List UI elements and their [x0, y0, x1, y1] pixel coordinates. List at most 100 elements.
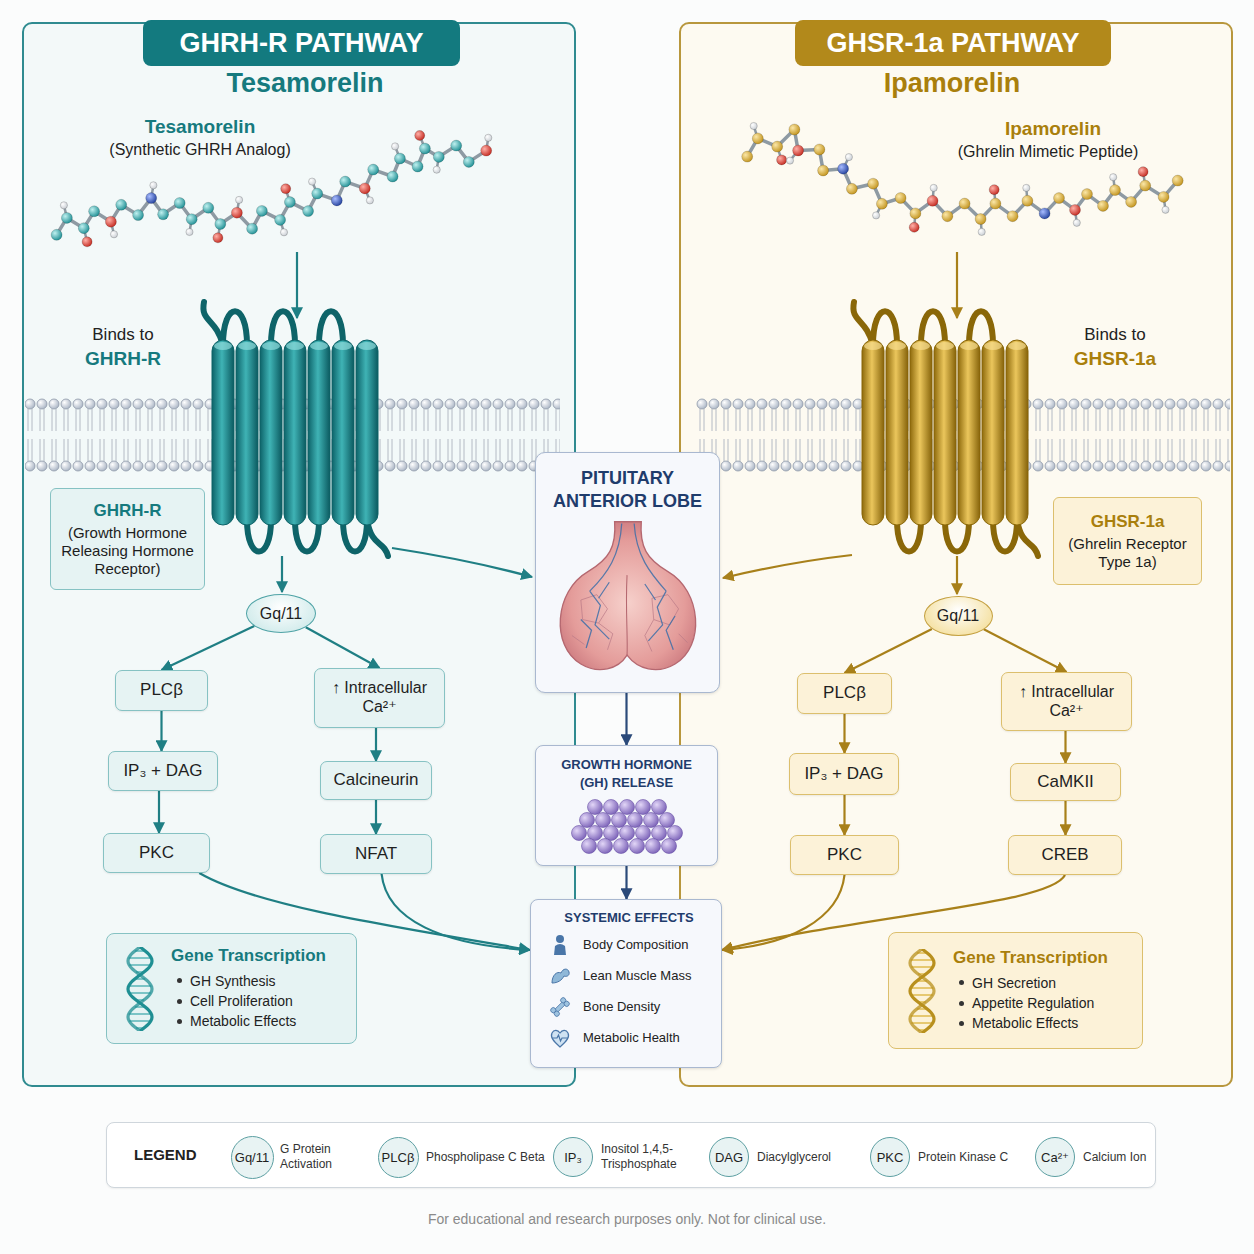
legend-abbreviation: DAG [715, 1150, 743, 1165]
receptor-loop [873, 311, 897, 345]
molecule-atom [1082, 189, 1093, 200]
bullet-dot [959, 1001, 964, 1006]
molecule-atom [481, 145, 492, 156]
molecule-atom [412, 161, 423, 172]
molecule-atom [1054, 193, 1065, 204]
receptor-helix [212, 340, 234, 525]
receptor-helix-cap [262, 342, 280, 350]
dna-rung [911, 959, 934, 961]
peptide-molecule [51, 122, 1183, 246]
molecule-atom [989, 185, 999, 195]
receptor-helix-cap [286, 342, 304, 350]
gh-molecules [619, 800, 634, 815]
g-protein-label: Gq/11 [937, 607, 979, 625]
receptor-helix-cap [984, 342, 1002, 350]
effect-icon [553, 1010, 560, 1017]
legend-symbol: DAG [709, 1137, 749, 1177]
g-protein-label: Gq/11 [260, 605, 302, 623]
receptor-helix-cap [888, 342, 906, 350]
dna-rung [129, 957, 152, 959]
molecule-atom [174, 198, 185, 209]
receptor-callout: GHRH-R(Growth Hormone Releasing Hormone … [50, 488, 205, 590]
process-box: PLCβ [797, 673, 892, 714]
receptor-loop [223, 311, 247, 345]
panel-ground [680, 23, 1232, 1086]
molecule-atom [1126, 196, 1137, 207]
arrow-connector [1064, 731, 1066, 763]
bullet-text: Cell Proliferation [190, 992, 293, 1010]
molecule-atom [284, 197, 295, 208]
receptor-tail [367, 520, 388, 556]
receptor-helix-cap [310, 342, 328, 350]
gh-molecules [661, 839, 676, 854]
molecule-atom [215, 219, 226, 230]
dna-rung [129, 985, 152, 987]
receptor-name: GHSR-1a [1050, 348, 1180, 370]
molecule-atom [236, 196, 243, 203]
bullet-text: Metabolic Effects [972, 1014, 1078, 1032]
molecule-atom [387, 171, 398, 182]
step-label: Calcineurin [333, 770, 418, 790]
arrow-connector [984, 629, 1067, 672]
gh-release-box: GROWTH HORMONE (GH) RELEASE [535, 745, 718, 866]
dna-rung [911, 966, 933, 968]
legend-text: Diacylglycerol [757, 1150, 853, 1165]
bullet-dot [959, 980, 964, 985]
gh-molecules [645, 839, 660, 854]
molecule-atom [61, 212, 72, 223]
molecule-atom [959, 198, 970, 209]
dna-icon [905, 949, 939, 1033]
molecule-atom [1007, 211, 1018, 222]
step-label: IP₃ + DAG [123, 761, 202, 781]
effect-row: Lean Muscle Mass [549, 960, 709, 991]
effect-icon [556, 935, 564, 943]
legend-abbreviation: Gq/11 [235, 1150, 269, 1165]
molecule-atom [793, 145, 804, 156]
molecule-atom [910, 208, 921, 219]
molecule-atom [942, 211, 953, 222]
molecule-atom [146, 193, 157, 204]
dna-rung [911, 1022, 933, 1024]
molecule-atom [231, 207, 242, 218]
effect-icon [554, 944, 566, 955]
molecule-atom [772, 141, 783, 152]
process-box: ↑ Intracellular Ca²⁺ [1001, 672, 1132, 731]
legend-text: Phospholipase C Beta [426, 1150, 550, 1165]
receptor-tail [853, 302, 873, 345]
systemic-effects-box: SYSTEMIC EFFECTSBody CompositionLean Mus… [530, 899, 722, 1068]
gh-molecules [611, 813, 626, 828]
molecule-atom [463, 156, 474, 167]
molecule-atom [89, 206, 100, 217]
box-title: SYSTEMIC EFFECTS [549, 910, 709, 925]
arrow-connector [375, 800, 377, 834]
molecule-atom [82, 237, 92, 247]
molecule-atom [280, 229, 287, 236]
receptor-helix [284, 340, 306, 525]
molecule-atom [158, 209, 169, 220]
legend-text: Protein Kinase C [918, 1150, 1024, 1165]
legend-symbol: Ca²⁺ [1035, 1137, 1075, 1177]
g-protein-node: Gq/11 [924, 596, 993, 636]
effect-icon [550, 996, 571, 1017]
molecule-atom [814, 144, 825, 155]
process-box: PKC [103, 833, 210, 873]
legend-text: Calcium Ion [1083, 1150, 1153, 1165]
receptor-helix [332, 340, 354, 525]
effect-text: Lean Muscle Mass [583, 968, 691, 983]
molecule-atom [433, 166, 440, 173]
organ-title: PITUITARY ANTERIOR LOBE [543, 467, 713, 514]
receptor-helix-cap [238, 342, 256, 350]
process-box: Calcineurin [320, 761, 432, 800]
molecule-atom [975, 214, 986, 225]
molecule-atom [433, 151, 444, 162]
bullet-row: Metabolic Effects [177, 1012, 326, 1030]
arrow-connector [845, 629, 932, 673]
molecule-atom [368, 164, 379, 175]
binding-arrow [281, 556, 283, 592]
receptor-loop [271, 311, 295, 345]
bullet-dot [959, 1021, 964, 1026]
molecule-atom [909, 222, 919, 232]
molecule-atom [213, 233, 223, 243]
molecule-atom [275, 214, 286, 225]
pituitary-illustration [560, 522, 695, 670]
